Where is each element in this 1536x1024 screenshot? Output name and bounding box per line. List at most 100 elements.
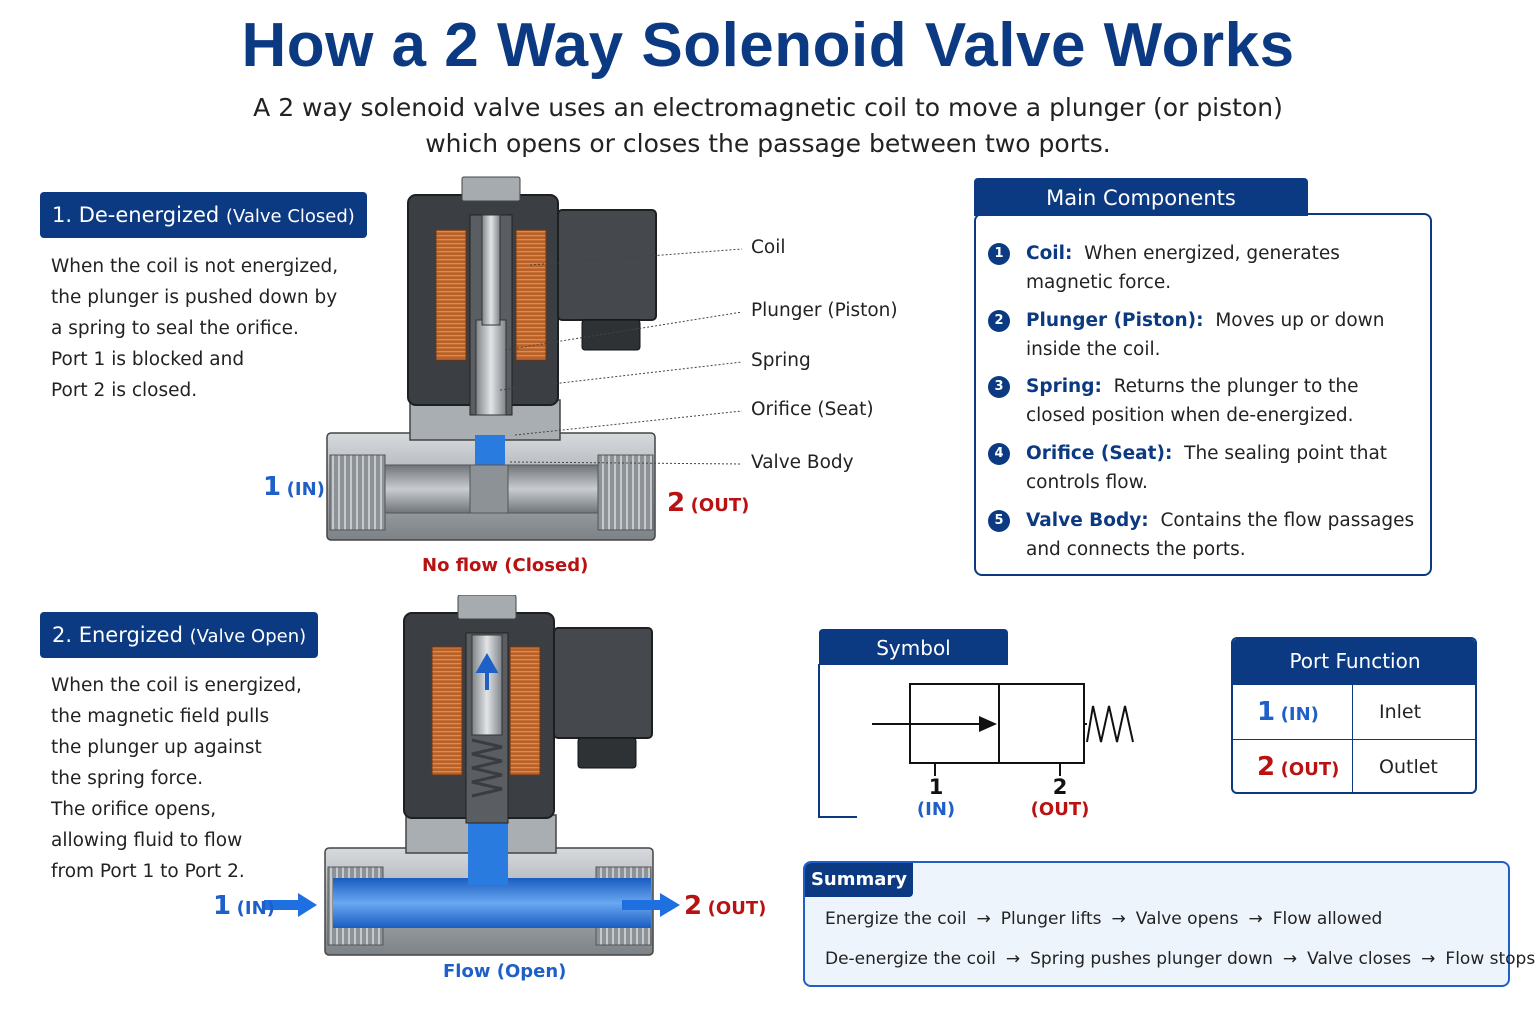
desc-line: When the coil is energized, <box>51 675 302 696</box>
arrow-right-icon: → <box>976 909 991 929</box>
gland <box>577 737 637 769</box>
flow-out-arrow-icon <box>622 893 680 917</box>
component-desc-1: When energized, generates <box>1084 243 1340 264</box>
section-1-heading-sub: (Valve Closed) <box>225 206 355 227</box>
plunger <box>475 319 507 416</box>
desc-line: from Port 1 to Port 2. <box>51 861 245 882</box>
coil-right <box>509 646 541 776</box>
coil-left <box>435 229 467 361</box>
symbol-heading: Symbol <box>819 629 1008 665</box>
component-desc-2: controls flow. <box>1026 472 1148 493</box>
symbol-port-2-label: (OUT) <box>1030 799 1090 820</box>
summary-step: Energize the coil <box>825 909 967 929</box>
port-tag: (OUT) <box>1280 759 1340 780</box>
component-number-badge: 1 <box>988 243 1010 265</box>
summary-step: Valve opens <box>1135 909 1239 929</box>
section-1-port-out: 2 (OUT) <box>667 488 750 518</box>
summary-step: Flow allowed <box>1272 909 1383 929</box>
subtitle-line-2: which opens or closes the passage betwee… <box>425 129 1111 158</box>
desc-line: When the coil is not energized, <box>51 256 339 277</box>
arrow-right-icon: → <box>1005 949 1021 969</box>
flow-channel <box>333 878 651 928</box>
summary-panel: Summary Energize the coil → Plunger lifts →… <box>803 861 1535 987</box>
desc-line: The orifice opens, <box>51 799 217 820</box>
gland <box>581 319 641 351</box>
component-desc-2: closed position when de-energized. <box>1026 405 1354 426</box>
inlet-thread <box>329 454 386 531</box>
summary-step: Plunger lifts <box>1000 909 1102 929</box>
component-number-badge: 4 <box>988 443 1010 465</box>
desc-line: Port 1 is blocked and <box>51 349 245 370</box>
callout-valve-body: Valve Body <box>751 452 854 473</box>
callout-plunger: Plunger (Piston) <box>751 300 898 321</box>
coil-right <box>515 229 547 361</box>
desc-line: allowing fluid to flow <box>51 830 243 851</box>
spring-symbol-icon <box>1086 705 1134 743</box>
arrow-right-icon: → <box>1248 909 1263 929</box>
spring <box>471 738 503 798</box>
divider <box>469 464 509 514</box>
port-function-value: Outlet <box>1379 756 1438 778</box>
lift-arrow <box>475 652 499 690</box>
callout-leaders <box>499 248 743 465</box>
callout-spring: Spring <box>751 350 811 371</box>
component-name: Spring: <box>1026 376 1102 397</box>
flow-in-arrow-icon <box>264 893 317 917</box>
section-2-port-out: 2 (OUT) <box>684 891 767 921</box>
component-name: Valve Body: <box>1026 510 1149 531</box>
symbol-port-2-number: 2 <box>1052 775 1068 799</box>
components-heading: Main Components <box>974 178 1308 216</box>
component-number-badge: 3 <box>988 376 1010 398</box>
arrow-right-icon: → <box>1282 949 1298 969</box>
port-function-value: Inlet <box>1379 701 1422 723</box>
valve-open-illustration <box>324 595 654 956</box>
component-number-badge: 2 <box>988 310 1010 332</box>
section-2-description: When the coil is energized, the magnetic… <box>51 670 302 887</box>
component-desc-1: The sealing point that <box>1184 443 1388 464</box>
orifice <box>475 435 505 465</box>
section-1-description: When the coil is not energized, the plun… <box>51 251 338 406</box>
desc-line: Port 2 is closed. <box>51 380 198 401</box>
section-2-heading-main: 2. Energized <box>52 623 183 647</box>
component-desc-2: inside the coil. <box>1026 339 1161 360</box>
section-1-state: No flow (Closed) <box>422 555 589 576</box>
table-row: 2 (OUT) Outlet <box>1233 739 1475 792</box>
coil-left <box>431 646 463 776</box>
summary-step: De-energize the coil <box>825 949 996 969</box>
component-name: Orifice (Seat): <box>1026 443 1173 464</box>
component-name: Coil: <box>1026 243 1073 264</box>
symbol-port-1-label: (IN) <box>916 799 956 820</box>
desc-line: the magnetic field pulls <box>51 706 270 727</box>
summary-line-energize: Energize the coil → Plunger lifts → Valve op… <box>825 909 1382 929</box>
callout-coil: Coil <box>751 237 786 258</box>
section-1-heading: 1. De-energized (Valve Closed) <box>40 192 367 238</box>
valve-closed-illustration <box>326 176 657 541</box>
valve-symbol-diagram <box>818 664 1134 818</box>
port-function-table: Port Function 1 (IN) Inlet 2 (OUT) Outle… <box>1231 637 1477 794</box>
section-2-heading-sub: (Valve Open) <box>189 626 307 647</box>
component-desc-1: Returns the plunger to the <box>1113 376 1359 397</box>
section-2-port-in: 1 (IN) <box>213 891 275 921</box>
top-nut <box>457 595 517 620</box>
stem <box>481 214 501 326</box>
inlet-bore <box>384 464 471 514</box>
summary-step: Flow stops <box>1445 949 1536 969</box>
desc-line: the plunger up against <box>51 737 262 758</box>
page-title: How a 2 Way Solenoid Valve Works <box>241 11 1295 80</box>
port-function-heading: Port Function <box>1233 639 1475 684</box>
summary-heading: Summary <box>805 863 913 897</box>
symbol-port-1-number: 1 <box>928 775 944 799</box>
desc-line: the plunger is pushed down by <box>51 287 338 308</box>
component-desc-1: Contains the flow passages <box>1160 510 1415 531</box>
table-row: 1 (IN) Inlet <box>1233 684 1475 739</box>
component-number-badge: 5 <box>988 510 1010 532</box>
outlet-bore <box>507 464 599 514</box>
component-desc-2: and connects the ports. <box>1026 539 1246 560</box>
desc-line: the spring force. <box>51 768 204 789</box>
section-2-state: Flow (Open) <box>443 961 567 982</box>
component-desc-1: Moves up or down <box>1215 310 1385 331</box>
port-number: 1 <box>1257 697 1276 727</box>
port-number: 2 <box>1257 752 1276 782</box>
callout-orifice: Orifice (Seat) <box>751 399 874 420</box>
